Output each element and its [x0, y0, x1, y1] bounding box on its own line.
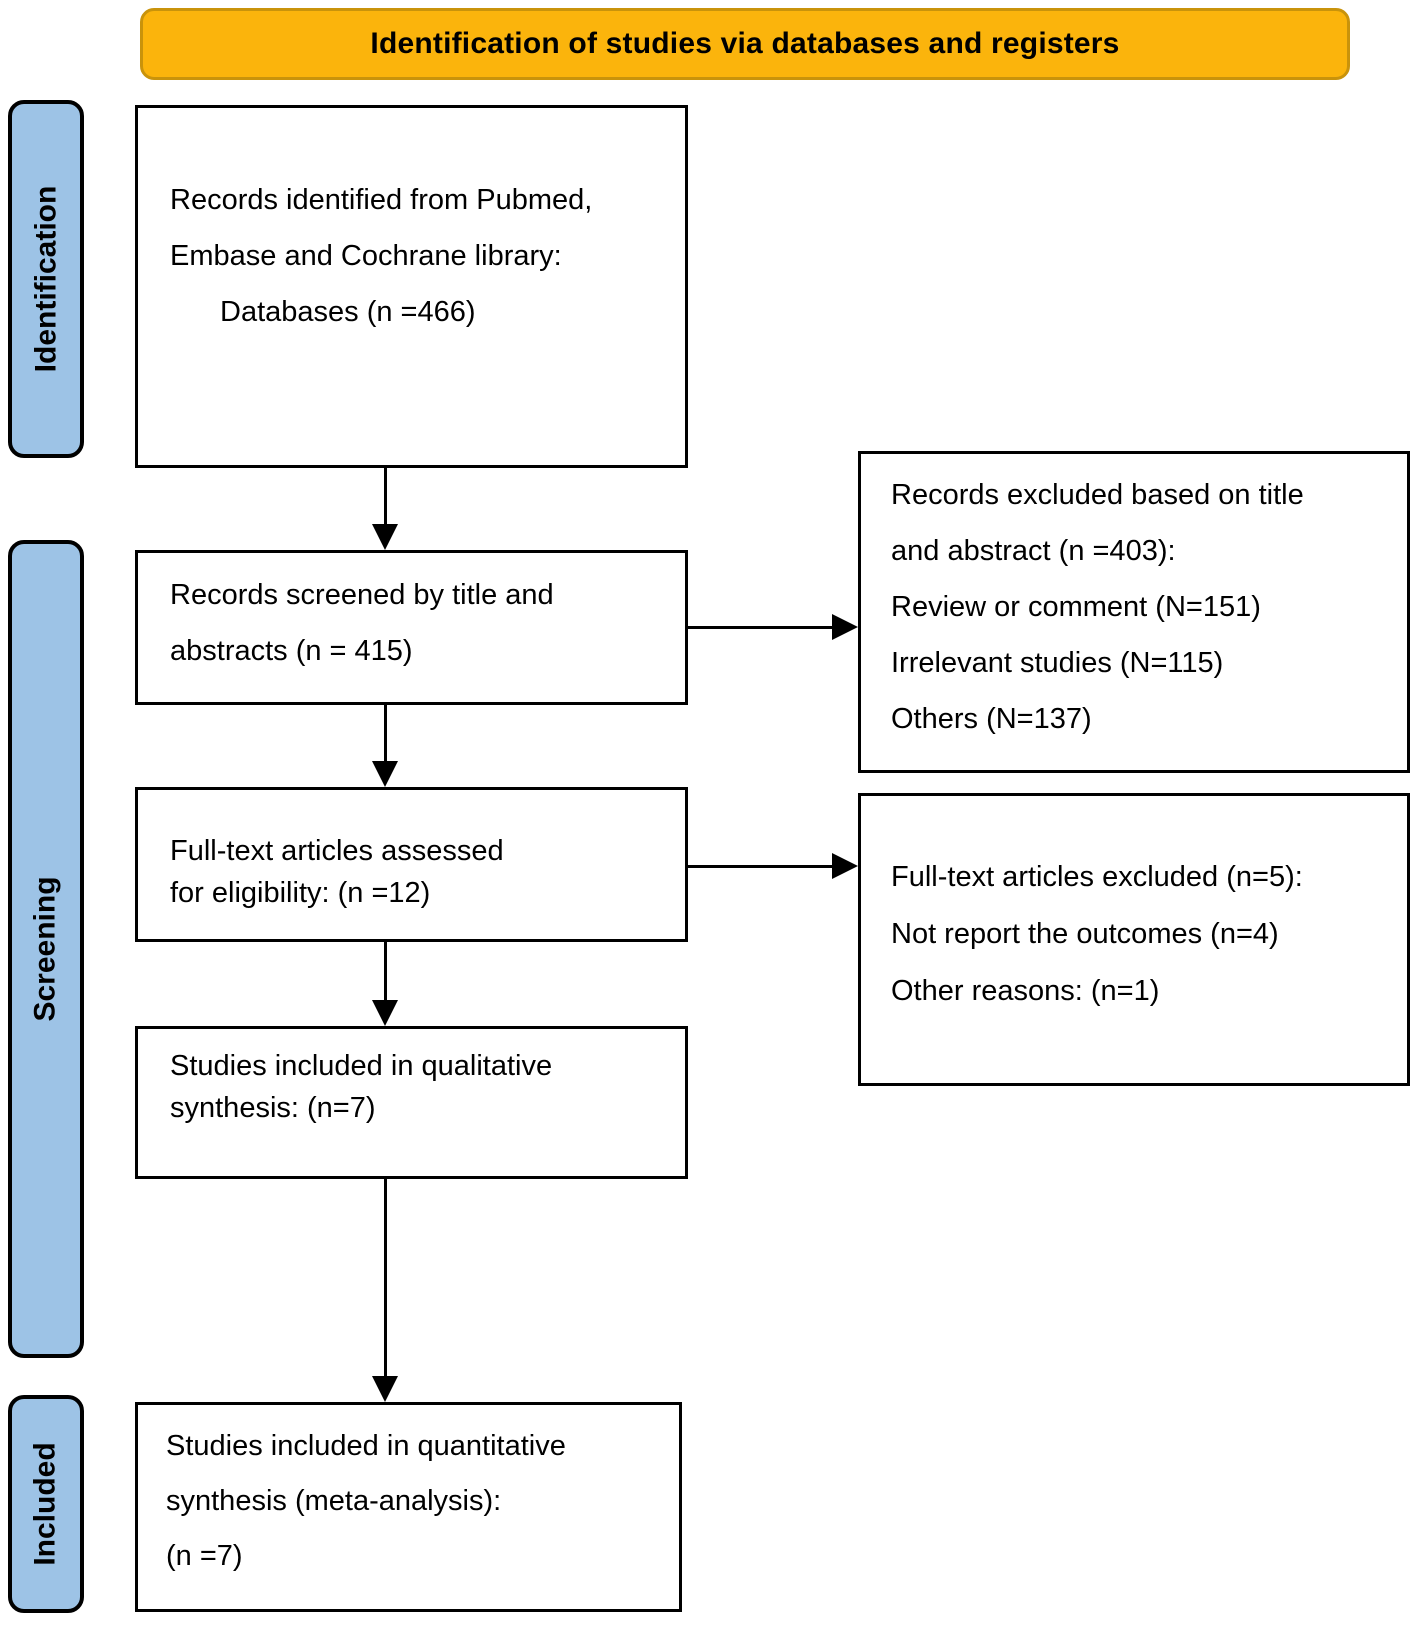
arrow-down-1-line: [384, 468, 387, 526]
arrow-down-2-head-icon: [372, 761, 398, 787]
arrow-right-2-line: [688, 865, 834, 868]
stage-identification: Identification: [8, 100, 84, 458]
arrow-down-3-head-icon: [372, 1000, 398, 1026]
quantitative-synthesis-line2: synthesis (meta-analysis):: [166, 1485, 502, 1517]
arrow-down-4-line: [384, 1179, 387, 1378]
stage-included: Included: [8, 1395, 84, 1613]
arrow-right-1-head-icon: [832, 614, 858, 640]
quantitative-synthesis-line1: Studies included in quantitative: [166, 1430, 566, 1462]
records-excluded-line3: Review or comment (N=151): [891, 591, 1261, 623]
banner: Identification of studies via databases …: [140, 8, 1350, 80]
fulltext-assessed-box: Full-text articles assessed for eligibil…: [135, 787, 688, 942]
fulltext-excluded-line2: Not report the outcomes (n=4): [891, 918, 1279, 950]
records-excluded-box: Records excluded based on title and abst…: [858, 451, 1410, 773]
qualitative-synthesis-line2: synthesis: (n=7): [170, 1092, 376, 1124]
arrow-right-2-head-icon: [832, 853, 858, 879]
fulltext-assessed-line1: Full-text articles assessed: [170, 835, 504, 867]
records-identified-line2: Embase and Cochrane library:: [170, 240, 562, 272]
records-identified-line3: Databases (n =466): [220, 296, 476, 328]
records-excluded-line1: Records excluded based on title: [891, 479, 1304, 511]
records-screened-line1: Records screened by title and: [170, 579, 554, 611]
records-excluded-line5: Others (N=137): [891, 703, 1092, 735]
records-identified-box: Records identified from Pubmed, Embase a…: [135, 105, 688, 468]
arrow-down-1-head-icon: [372, 524, 398, 550]
banner-title: Identification of studies via databases …: [370, 27, 1120, 60]
records-screened-box: Records screened by title and abstracts …: [135, 550, 688, 705]
stage-identification-label: Identification: [29, 185, 63, 373]
arrow-down-3-line: [384, 942, 387, 1002]
records-excluded-line4: Irrelevant studies (N=115): [891, 647, 1224, 679]
qualitative-synthesis-box: Studies included in qualitative synthesi…: [135, 1026, 688, 1179]
qualitative-synthesis-line1: Studies included in qualitative: [170, 1050, 553, 1082]
fulltext-excluded-box: Full-text articles excluded (n=5): Not r…: [858, 793, 1410, 1086]
stage-screening-label: Screening: [29, 876, 62, 1022]
records-screened-line2: abstracts (n = 415): [170, 635, 413, 667]
stage-screening: Screening: [8, 540, 84, 1358]
quantitative-synthesis-line3: (n =7): [166, 1540, 243, 1572]
arrow-down-4-head-icon: [372, 1376, 398, 1402]
records-identified-line1: Records identified from Pubmed,: [170, 184, 593, 216]
fulltext-excluded-line3: Other reasons: (n=1): [891, 975, 1160, 1007]
fulltext-assessed-line2: for eligibility: (n =12): [170, 877, 431, 909]
arrow-right-1-line: [688, 626, 834, 629]
fulltext-excluded-line1: Full-text articles excluded (n=5):: [891, 861, 1303, 893]
stage-included-label: Included: [29, 1442, 62, 1566]
records-excluded-line2: and abstract (n =403):: [891, 535, 1176, 567]
quantitative-synthesis-box: Studies included in quantitative synthes…: [135, 1402, 682, 1612]
arrow-down-2-line: [384, 705, 387, 763]
